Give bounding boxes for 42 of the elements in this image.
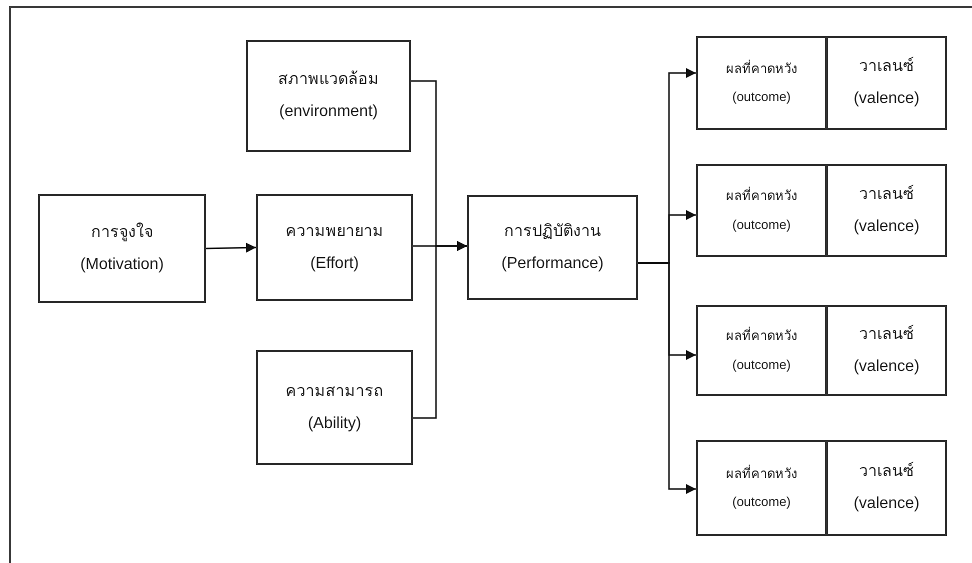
box-label: การปฏิบัติงาน [504, 222, 601, 242]
box-label: ความสามารถ [286, 382, 384, 402]
box-label: (environment) [279, 102, 378, 122]
process-box [826, 440, 947, 536]
process-box [826, 36, 947, 130]
box-label: การจูงใจ [91, 222, 153, 242]
process-box [256, 194, 413, 301]
process-box [246, 40, 411, 152]
box-label: (valence) [854, 494, 920, 514]
process-box [826, 164, 947, 257]
box-label: (Performance) [501, 254, 604, 274]
process-box [826, 305, 947, 396]
box-label: ผลที่คาดหวัง [726, 188, 797, 204]
box-label: (Effort) [310, 254, 359, 274]
box-label: วาเลนซ์ [859, 462, 914, 482]
process-box [696, 164, 827, 257]
box-label: สภาพแวดล้อม [278, 70, 379, 90]
box-label: ผลที่คาดหวัง [726, 328, 797, 344]
box-label: ผลที่คาดหวัง [726, 60, 797, 77]
box-label: (outcome) [732, 216, 791, 233]
arrow [206, 242, 256, 253]
box-label: (Motivation) [80, 254, 164, 274]
box-label: (valence) [854, 356, 920, 376]
process-box [696, 36, 827, 130]
box-label: ความพยายาม [286, 222, 384, 242]
box-label: (Ability) [308, 414, 362, 434]
arrow [638, 262, 696, 494]
box-label: ผลที่คาดหวัง [726, 466, 797, 482]
box-label: (valence) [854, 89, 920, 109]
box-label: (outcome) [732, 494, 791, 510]
process-box [256, 350, 413, 465]
arrow [413, 241, 467, 419]
process-box [467, 195, 638, 300]
process-box [696, 305, 827, 396]
box-label: วาเลนซ์ [859, 184, 914, 204]
box-label: (outcome) [732, 356, 791, 373]
process-box [38, 194, 206, 303]
process-box [696, 440, 827, 536]
box-label: (outcome) [732, 89, 791, 106]
box-label: (valence) [854, 216, 920, 236]
box-label: วาเลนซ์ [859, 57, 914, 77]
box-label: วาเลนซ์ [859, 324, 914, 344]
